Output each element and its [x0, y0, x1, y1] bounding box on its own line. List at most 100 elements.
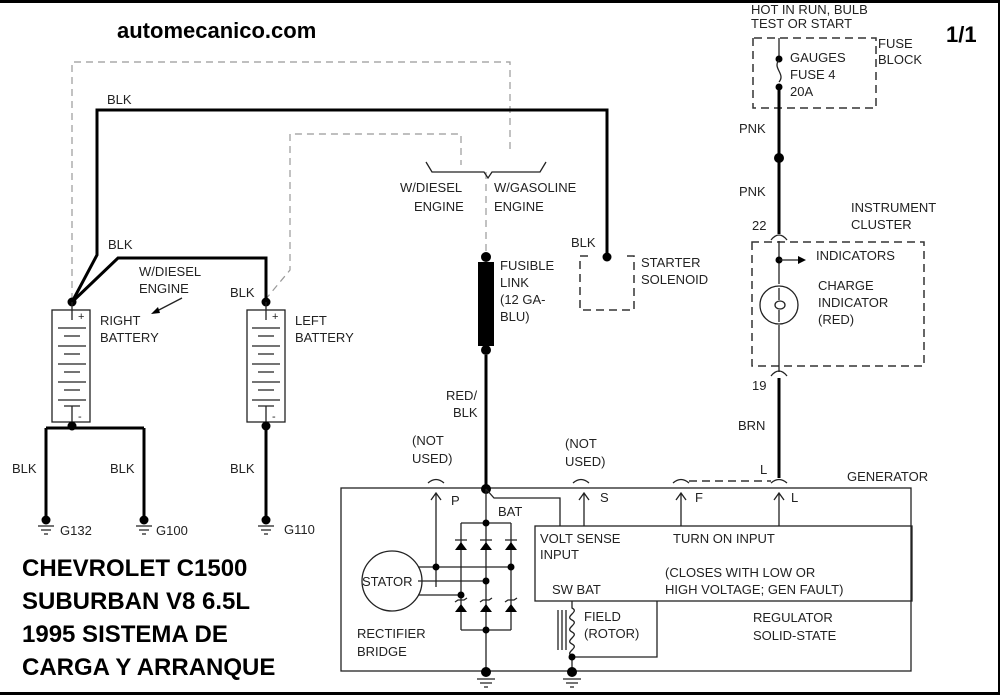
volt-sense-label: VOLT SENSE: [540, 531, 621, 546]
wire-label-g132: BLK: [12, 461, 37, 476]
wire-label-brn: BRN: [738, 418, 765, 433]
field-label-2: (ROTOR): [584, 626, 639, 641]
site-watermark: automecanico.com: [117, 18, 316, 43]
field-rotor-coil-icon: [557, 601, 658, 672]
pin-22-label: 22: [752, 218, 766, 233]
terminal-f: [675, 491, 687, 526]
left-battery-label-2: BATTERY: [295, 330, 354, 345]
closes-note: (CLOSES WITH LOW OR: [665, 565, 815, 580]
connector-f-icon: [672, 478, 690, 484]
wire-label-g100: BLK: [110, 461, 135, 476]
fusible-link-label-3: (12 GA-: [500, 292, 546, 307]
diesel-note-2: ENGINE: [139, 281, 189, 296]
right-battery-label: RIGHT: [100, 313, 141, 328]
charge-indicator-label-3: (RED): [818, 312, 854, 327]
starter-label-2: SOLENOID: [641, 272, 708, 287]
brace-gasoline-label: W/GASOLINE: [494, 180, 577, 195]
volt-sense-label-2: INPUT: [540, 547, 579, 562]
svg-text:+: +: [272, 311, 278, 323]
hot-in-run-label: HOT IN RUN, BULB: [751, 2, 868, 17]
right-battery-label-2: BATTERY: [100, 330, 159, 345]
pin-19-label: 19: [752, 378, 766, 393]
fuse-label-3: 20A: [790, 84, 813, 99]
connector-p-icon: [427, 478, 445, 484]
wire-label-blk-left: BLK: [230, 285, 255, 300]
indicators-label: INDICATORS: [816, 248, 895, 263]
sw-bat-label: SW BAT: [552, 582, 601, 597]
wire-label-g110: BLK: [230, 461, 255, 476]
fuse-terminal-dot: [775, 55, 783, 63]
arrow-right-icon: [798, 256, 806, 264]
pin-s-label: S: [600, 490, 609, 505]
field-label: FIELD: [584, 609, 621, 624]
pin-l-top-label: L: [760, 462, 767, 477]
fusible-link-label-4: BLU): [500, 309, 530, 324]
connector-l-icon: [770, 478, 788, 484]
diesel-note-arrow: [154, 297, 183, 313]
fusible-link-label: FUSIBLE: [500, 258, 555, 273]
wire-label-pnk-1: PNK: [739, 121, 766, 136]
terminal-l: [773, 491, 785, 526]
not-used-s-label-2: USED): [565, 454, 605, 469]
generator-ground-2: [563, 667, 581, 688]
title-line-3: 1995 SISTEMA DE: [22, 621, 228, 648]
fuse-icon: [776, 59, 782, 83]
regulator-label: REGULATOR: [753, 610, 833, 625]
wire-label-blk-mid: BLK: [108, 237, 133, 252]
hot-in-run-label-2: TEST OR START: [751, 16, 852, 31]
generator-housing: [340, 487, 912, 672]
regulator: [534, 525, 913, 602]
stator-label: STATOR: [362, 574, 413, 589]
ground-label-g110: G110: [284, 522, 315, 537]
bat-label: BAT: [498, 504, 522, 519]
ground-g110: [258, 515, 274, 535]
fuse-block: [752, 37, 877, 109]
wire-label-red: RED/: [446, 388, 477, 403]
wire-label-blk: BLK: [453, 405, 478, 420]
pin-f-label: F: [695, 490, 703, 505]
connector-s-icon: [572, 478, 590, 484]
starter-solenoid: [579, 255, 635, 311]
instrument-cluster: [751, 241, 925, 367]
instrument-cluster-label: INSTRUMENT: [851, 200, 936, 215]
stator-icon: [361, 550, 423, 612]
wire-right-battery-ground: [44, 426, 146, 516]
starter-label: STARTER: [641, 255, 700, 270]
connector-22-icon: [770, 234, 788, 241]
left-battery-label: LEFT: [295, 313, 327, 328]
starter-connection-dot: [602, 252, 612, 262]
wire-blk-batteries: [70, 256, 268, 304]
wire-blk-starter: [70, 108, 609, 303]
fuse-label-2: FUSE 4: [790, 67, 836, 82]
optional-diesel-wiring: [71, 61, 511, 301]
arrowhead-icon: [151, 307, 160, 314]
generator-ground-1: [477, 667, 495, 688]
title-line-2: SUBURBAN V8 6.5L: [22, 588, 250, 615]
pin-l-label: L: [791, 490, 798, 505]
turn-on-input-label: TURN ON INPUT: [673, 531, 775, 546]
title-line-1: CHEVROLET C1500: [22, 555, 247, 582]
charge-indicator-label-2: INDICATOR: [818, 295, 888, 310]
charge-indicator-bulb-icon: [759, 285, 799, 325]
ground-g100: [136, 515, 152, 535]
brace-diesel-label: W/DIESEL: [400, 180, 462, 195]
charge-indicator-label: CHARGE: [818, 278, 874, 293]
brace-gasoline-label-2: ENGINE: [494, 199, 544, 214]
page-number: 1/1: [946, 22, 977, 47]
wire-label-blk-starter: BLK: [571, 235, 596, 250]
ground-label-g100: G100: [156, 523, 188, 538]
connector-19-icon: [770, 370, 788, 377]
instrument-cluster-label-2: CLUSTER: [851, 217, 912, 232]
pin-p-label: P: [451, 493, 460, 508]
not-used-p-label-2: USED): [412, 451, 452, 466]
splice-dot: [774, 153, 784, 163]
ground-g132: [38, 515, 54, 535]
terminal-s: [578, 491, 590, 526]
svg-text:-: -: [78, 411, 82, 423]
not-used-p-label: (NOT: [412, 433, 444, 448]
svg-text:-: -: [272, 411, 276, 423]
regulator-label-2: SOLID-STATE: [753, 628, 837, 643]
title-line-4: CARGA Y ARRANQUE: [22, 654, 275, 681]
